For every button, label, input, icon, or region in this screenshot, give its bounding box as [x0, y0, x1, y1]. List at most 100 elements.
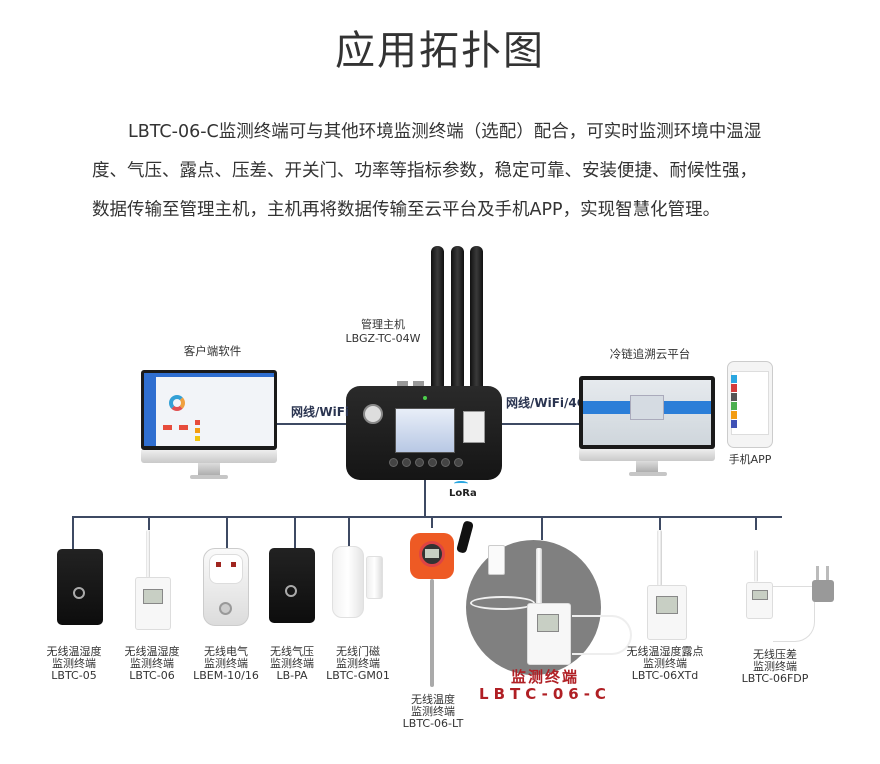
device-1-model: LBTC-05: [51, 669, 97, 682]
hub-port-2: [413, 381, 424, 389]
device-1-type: 监测终端: [52, 657, 96, 670]
socket-hole-right-icon: [231, 562, 236, 567]
antenna-3: [470, 246, 483, 391]
lora-wave-icon: [454, 481, 468, 486]
device-2-lcd: [143, 589, 163, 604]
device-lbtc-06: [135, 577, 171, 630]
app-row-3-icon: [731, 393, 737, 401]
device-8-type: 监测终端: [753, 660, 797, 673]
client-topbar: [144, 373, 274, 377]
drop-line-2: [148, 516, 150, 530]
device-4-type: 监测终端: [270, 657, 314, 670]
alarm-card-1: [163, 425, 172, 430]
device-5-type: 监测终端: [336, 657, 380, 670]
lora-label: LoRa: [449, 488, 477, 499]
drop-line-9: [755, 516, 757, 530]
power-adapter: [488, 545, 505, 575]
client-monitor-stand: [198, 463, 220, 476]
device-7-antenna: [657, 530, 662, 586]
client-sidebar: [144, 373, 156, 446]
device-7-lcd: [656, 596, 678, 614]
device-6-name: 无线温度: [411, 693, 455, 706]
link-line-left: [276, 423, 348, 425]
device-3-name: 无线电气: [204, 645, 248, 658]
mobile-app-screen: [731, 371, 769, 435]
status-dot-orange: [195, 428, 200, 433]
antenna-2: [451, 246, 464, 391]
alarm-card-2: [179, 425, 188, 430]
drop-line-6: [431, 516, 433, 528]
donut-chart-icon: [169, 395, 185, 411]
device-6-lcd: [425, 549, 439, 558]
device-1-logo-icon: [73, 587, 85, 599]
device-5-name: 无线门磁: [336, 645, 380, 658]
door-magnet: [366, 556, 383, 599]
intro-line-3: 数据传输至管理主机，主机再将数据传输至云平台及手机APP，实现智慧化管理。: [92, 200, 721, 220]
drop-line-1: [72, 516, 74, 550]
socket-face: [209, 554, 243, 584]
featured-device-model: LBTC-06-C: [479, 685, 611, 703]
status-dot-red: [195, 420, 200, 425]
usb-cable: [470, 596, 535, 610]
drop-line-5: [348, 516, 350, 546]
app-row-1-icon: [731, 375, 737, 383]
cloud-monitor-base: [629, 472, 667, 476]
intro-line-1: LBTC-06-C监测终端可与其他环境监测终端（选配）配合，可实时监测环境中温湿: [128, 122, 762, 142]
device-lbtc-gm01: [332, 546, 364, 618]
device-8-antenna: [754, 550, 758, 582]
device-2-name: 无线温湿度: [124, 645, 180, 658]
device-2-antenna: [146, 530, 150, 578]
hub-status-led: [423, 396, 427, 400]
device-5-model: LBTC-GM01: [326, 669, 390, 682]
device-2-model: LBTC-06: [129, 669, 175, 682]
hub-button-3: [415, 458, 424, 467]
pressure-sensor: [812, 580, 834, 602]
device-lbtc-06fdp: [746, 582, 773, 619]
hub-button-6: [454, 458, 463, 467]
device-7-type: 监测终端: [643, 657, 687, 670]
hub-port-1: [397, 381, 408, 389]
bus-line: [72, 516, 782, 518]
device-6-model: LBTC-06-LT: [402, 717, 464, 730]
device-7-name: 无线温湿度露点: [626, 645, 704, 658]
device-6-type: 监测终端: [411, 705, 455, 718]
app-row-4-icon: [731, 402, 737, 410]
hub-button-4: [428, 458, 437, 467]
mobile-app-label: 手机APP: [728, 453, 772, 466]
device-1-name: 无线温湿度: [46, 645, 102, 658]
app-row-2-icon: [731, 384, 737, 392]
device-8-name: 无线压差: [753, 648, 797, 661]
cloud-login-form: [630, 395, 664, 420]
hub-name: 管理主机: [361, 318, 405, 331]
client-software-label: 客户端软件: [183, 344, 242, 358]
pressure-tube: [773, 586, 815, 642]
socket-power-button: [219, 602, 232, 615]
drop-line-8: [659, 516, 661, 530]
intro-line-2: 度、气压、露点、压差、开关门、功率等指标参数，稳定可靠、安装便捷、耐候性强，: [92, 161, 757, 181]
pressure-port-2: [826, 566, 829, 580]
device-4-logo-icon: [285, 585, 297, 597]
app-row-5-icon: [731, 411, 737, 419]
device-7-model: LBTC-06XTd: [631, 669, 699, 682]
pressure-port-1: [816, 566, 819, 580]
device-3-type: 监测终端: [204, 657, 248, 670]
drop-line-7: [541, 516, 543, 540]
temperature-probe: [430, 579, 434, 687]
featured-lcd: [537, 614, 559, 632]
client-monitor-base: [190, 475, 228, 479]
device-3-model: LBEM-10/16: [193, 669, 259, 682]
drop-line-3: [226, 516, 228, 548]
drop-line-4: [294, 516, 296, 550]
device-8-lcd: [752, 590, 768, 600]
link-line-bottom: [424, 480, 426, 517]
antenna-1: [431, 246, 444, 391]
featured-antenna: [536, 548, 542, 610]
cloud-platform-label: 冷链追溯云平台: [609, 347, 691, 361]
device-lbtc-06-c: [527, 603, 571, 665]
link-label-right: 网线/WiFi/4G: [506, 396, 587, 410]
featured-device-name: 监测终端: [510, 668, 579, 686]
device-8-model: LBTC-06FDP: [741, 672, 809, 685]
device-4-name: 无线气压: [270, 645, 314, 658]
app-row-6-icon: [731, 420, 737, 428]
link-label-left: 网线/WiFi: [291, 405, 350, 419]
